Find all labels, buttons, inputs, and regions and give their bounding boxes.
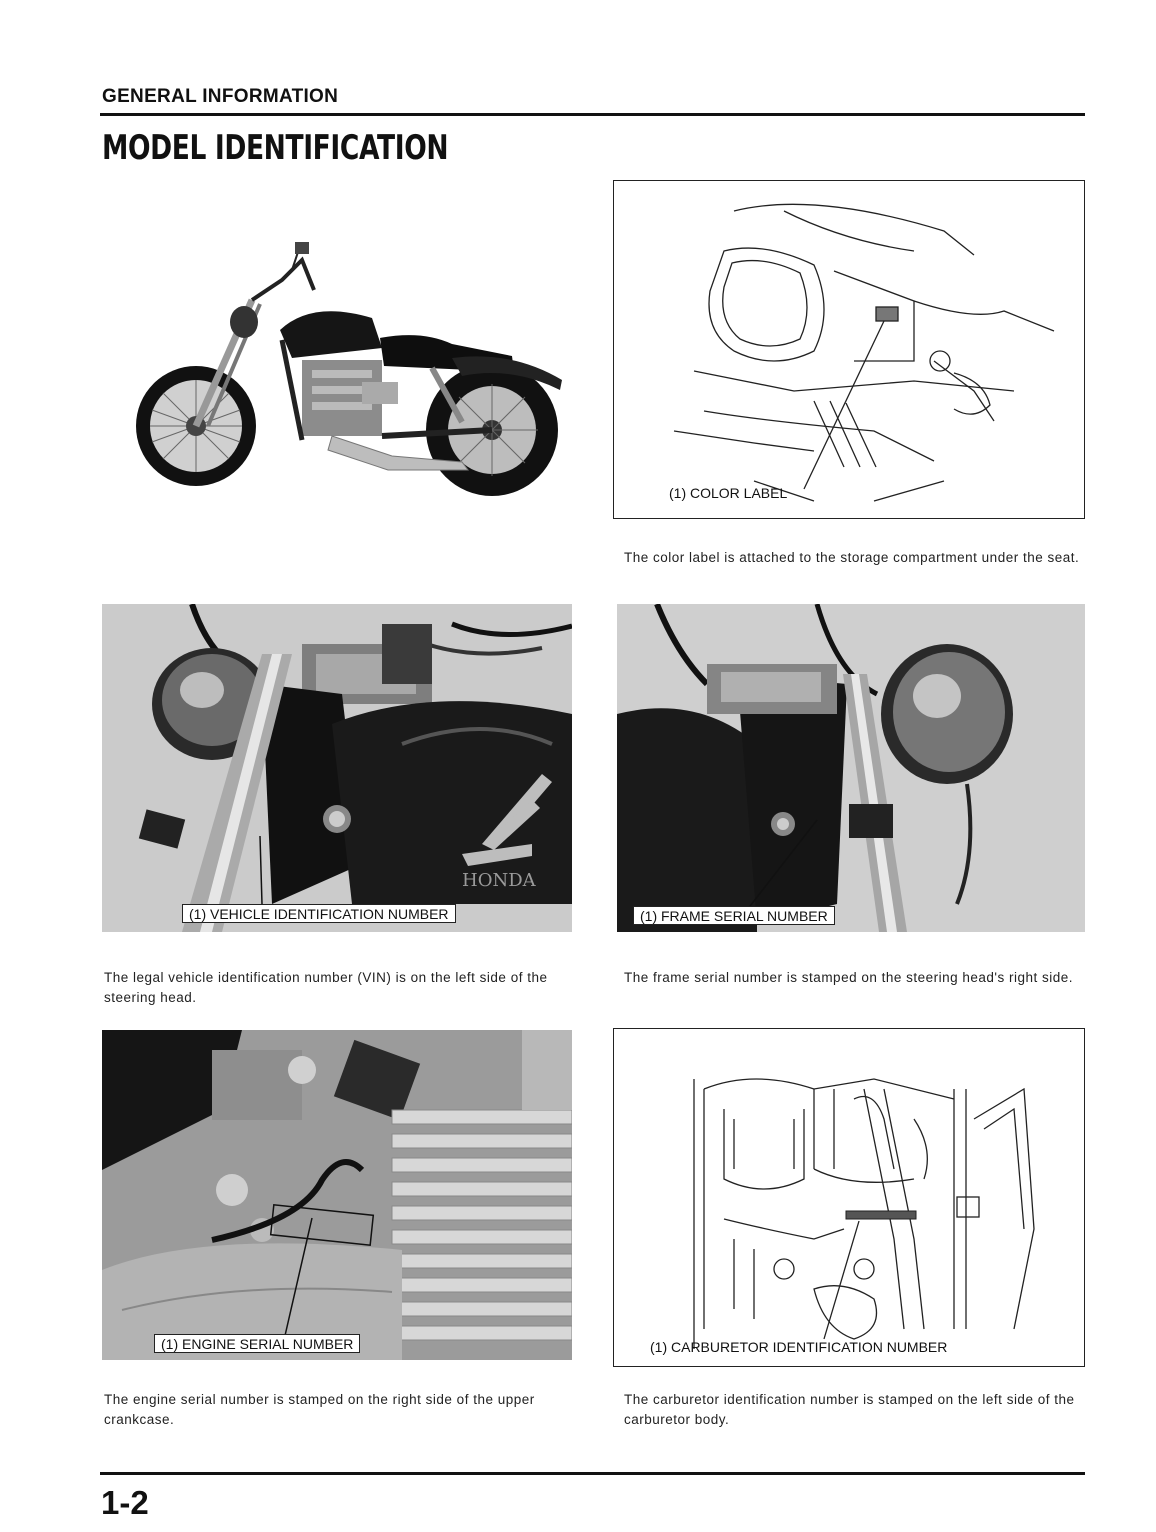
frame-serial-photo: (1) FRAME SERIAL NUMBER xyxy=(617,604,1085,932)
frame-serial-caption: The frame serial number is stamped on th… xyxy=(624,970,1074,985)
color-label-caption: The color label is attached to the stora… xyxy=(624,550,1080,565)
section-header: GENERAL INFORMATION xyxy=(102,86,339,107)
vin-callout: (1) VEHICLE IDENTIFICATION NUMBER xyxy=(182,904,456,923)
header-rule xyxy=(100,113,1085,116)
engine-serial-photo: (1) ENGINE SERIAL NUMBER xyxy=(102,1030,572,1360)
tank-brand-text: HONDA xyxy=(462,870,537,891)
color-label-diagram: (1) COLOR LABEL xyxy=(613,180,1085,519)
carburetor-callout: (1) CARBURETOR IDENTIFICATION NUMBER xyxy=(650,1339,948,1355)
engine-serial-caption: The engine serial number is stamped on t… xyxy=(104,1392,535,1427)
engine-serial-callout: (1) ENGINE SERIAL NUMBER xyxy=(154,1334,361,1353)
vin-caption: The legal vehicle identification number … xyxy=(104,970,548,1005)
page-title: MODEL IDENTIFICATION xyxy=(102,128,449,168)
page-number: 1-2 xyxy=(101,1484,149,1521)
color-label-callout: (1) COLOR LABEL xyxy=(669,485,788,501)
footer-rule xyxy=(100,1472,1085,1475)
motorcycle-photo xyxy=(132,240,564,512)
frame-serial-callout: (1) FRAME SERIAL NUMBER xyxy=(633,906,835,925)
carburetor-caption: The carburetor identification number is … xyxy=(624,1392,1075,1427)
vin-photo: HONDA (1) VEHICLE IDENTIFICATION NUMBER xyxy=(102,604,572,932)
carburetor-diagram: (1) CARBURETOR IDENTIFICATION NUMBER xyxy=(613,1028,1085,1367)
